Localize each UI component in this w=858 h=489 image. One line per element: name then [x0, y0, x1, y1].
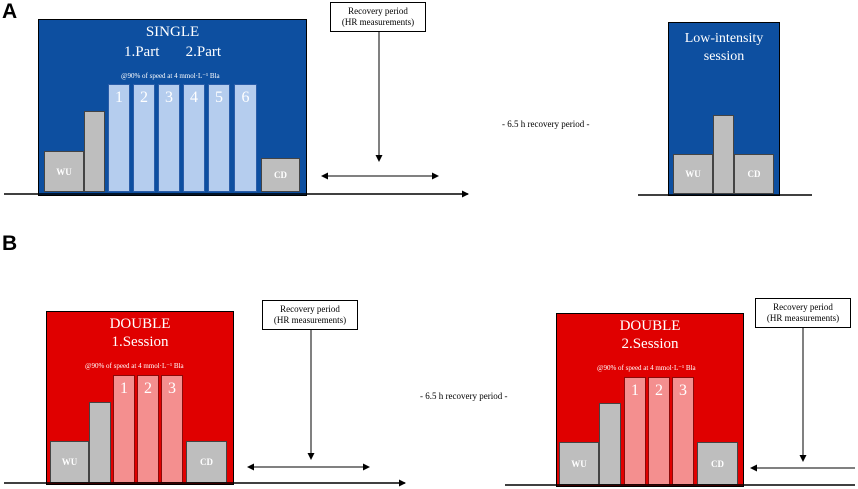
- double1-intensity-note: @90% of speed at 4 mmol·L⁻¹ Bla: [85, 362, 184, 370]
- double2-warmup-bar: WU: [559, 442, 599, 485]
- double2-interval-1: 1: [624, 377, 646, 485]
- panel-b-label: B: [2, 232, 18, 255]
- double1-interval-1: 1: [113, 375, 135, 483]
- low-intensity-title-2: session: [703, 49, 745, 64]
- recovery-text-a: - 6.5 h recovery period -: [502, 119, 590, 129]
- single-title: SINGLE: [145, 24, 200, 40]
- recovery-text-b: - 6.5 h recovery period -: [420, 391, 508, 401]
- single-ramp-bar: [84, 111, 105, 192]
- recovery-callout-a: Recovery period (HR measurements): [330, 2, 426, 32]
- single-interval-1: 1: [108, 84, 130, 192]
- panel-a-label: A: [2, 0, 18, 23]
- double2-interval-3: 3: [672, 377, 694, 485]
- recovery-callout-b1-line2: (HR measurements): [273, 315, 347, 325]
- double1-title-1: DOUBLE: [109, 316, 171, 332]
- single-intensity-note: @90% of speed at 4 mmol·L⁻¹ Bla: [121, 72, 220, 80]
- single-parts-line: 1.Part 2.Part: [123, 44, 222, 60]
- double1-cooldown-bar: CD: [186, 441, 227, 483]
- recovery-callout-b1: Recovery period (HR measurements): [262, 300, 358, 330]
- single-interval-3: 3: [158, 84, 180, 192]
- double1-title-2: 1.Session: [111, 334, 169, 350]
- low-cooldown-bar: CD: [734, 154, 774, 194]
- single-interval-2: 2: [133, 84, 155, 192]
- double1-ramp-bar: [89, 402, 111, 483]
- double2-intensity-note: @90% of speed at 4 mmol·L⁻¹ Bla: [597, 364, 696, 372]
- single-interval-6: 6: [234, 84, 257, 192]
- low-warmup-bar: WU: [673, 154, 713, 194]
- double2-title-2: 2.Session: [621, 336, 679, 352]
- single-interval-4: 4: [183, 84, 205, 192]
- double1-interval-3: 3: [161, 375, 183, 483]
- double2-title-1: DOUBLE: [619, 318, 681, 334]
- recovery-callout-b2-line1: Recovery period: [773, 302, 833, 313]
- recovery-callout-a-line2: (HR measurements): [341, 17, 415, 27]
- single-warmup-bar: WU: [44, 151, 84, 192]
- recovery-callout-b1-line1: Recovery period: [280, 304, 340, 315]
- recovery-callout-b2-line2: (HR measurements): [766, 313, 840, 323]
- double2-ramp-bar: [599, 403, 621, 485]
- single-cooldown-bar: CD: [261, 158, 300, 192]
- double2-interval-2: 2: [648, 377, 670, 485]
- recovery-callout-a-line1: Recovery period: [348, 6, 408, 17]
- low-intensity-title-1: Low-intensity: [684, 31, 764, 46]
- double2-cooldown-bar: CD: [697, 442, 738, 485]
- single-interval-5: 5: [208, 84, 230, 192]
- double1-warmup-bar: WU: [50, 441, 89, 483]
- low-main-bar: [713, 115, 734, 194]
- double1-interval-2: 2: [137, 375, 159, 483]
- recovery-callout-b2: Recovery period (HR measurements): [755, 298, 851, 328]
